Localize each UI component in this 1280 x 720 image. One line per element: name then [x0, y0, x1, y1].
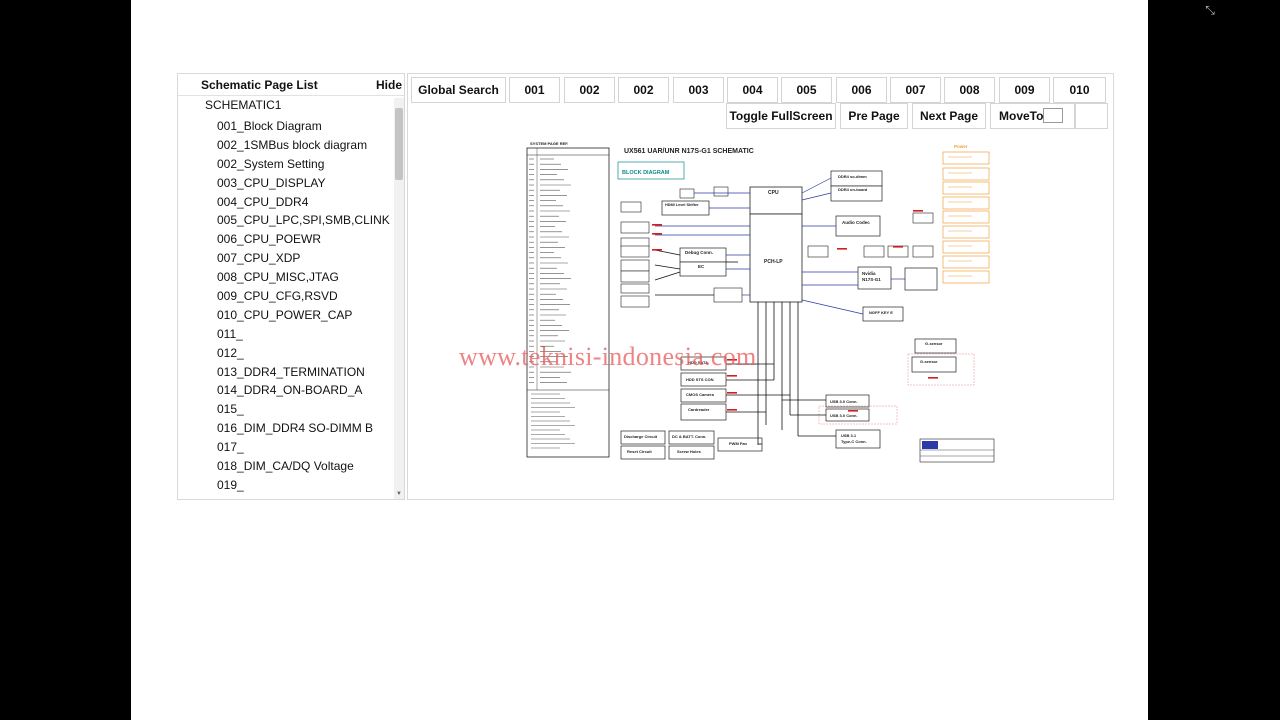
page-list-item[interactable]: 017_: [217, 440, 244, 455]
page-button-001[interactable]: 001: [509, 77, 560, 103]
page-button-005[interactable]: 005: [781, 77, 832, 103]
page-list-item[interactable]: 006_CPU_POEWR: [217, 232, 322, 247]
page-list-item[interactable]: 012_: [217, 345, 244, 360]
page-button-009[interactable]: 009: [999, 77, 1050, 103]
page-list-item[interactable]: 004_CPU_DDR4: [217, 194, 309, 209]
move-to-page-input[interactable]: [1043, 108, 1063, 123]
page-list-item[interactable]: 002_System Setting: [217, 156, 325, 171]
scroll-down-arrow-icon[interactable]: ▼: [396, 491, 402, 497]
watermark-text: www.teknisi-indonesia.com: [459, 342, 757, 371]
page-list-item[interactable]: 008_CPU_MISC,JTAG: [217, 270, 339, 285]
page-list-item[interactable]: 015_: [217, 402, 244, 417]
page-list-item[interactable]: 010_CPU_POWER_CAP: [217, 307, 353, 322]
page-button-002-b[interactable]: 002: [618, 77, 669, 103]
schematic-page-list-panel: Schematic Page List Hide SCHEMATIC1 001_…: [177, 73, 405, 500]
pre-page-button[interactable]: Pre Page: [840, 103, 908, 129]
page-list-item[interactable]: 002_1SMBus block diagram: [217, 137, 368, 152]
hide-sidebar-button[interactable]: Hide: [376, 78, 403, 92]
page-tree: SCHEMATIC1 001_Block Diagram 002_1SMBus …: [178, 96, 394, 499]
scrollbar-thumb[interactable]: [395, 108, 403, 180]
page-list-item[interactable]: 013_DDR4_TERMINATION: [217, 364, 365, 379]
page-button-006[interactable]: 006: [836, 77, 887, 103]
page-button-008[interactable]: 008: [944, 77, 995, 103]
page-list-item[interactable]: 011_: [217, 326, 243, 341]
page-list-item[interactable]: 014_DDR4_ON-BOARD_A: [217, 383, 363, 398]
page-button-010[interactable]: 010: [1053, 77, 1106, 103]
exit-fullscreen-icon[interactable]: ⤡: [1205, 3, 1215, 17]
page-button-003[interactable]: 003: [673, 77, 724, 103]
tree-root-schematic1[interactable]: SCHEMATIC1: [205, 98, 282, 112]
page-list-item[interactable]: 001_Block Diagram: [217, 119, 322, 133]
schematic-viewer: [407, 73, 1114, 500]
sidebar-header: Schematic Page List Hide: [178, 74, 404, 96]
move-to-go-button[interactable]: [1075, 103, 1108, 129]
next-page-button[interactable]: Next Page: [912, 103, 986, 129]
page-list-item[interactable]: 019_: [217, 477, 244, 492]
page-list: 001_Block Diagram 002_1SMBus block diagr…: [217, 117, 390, 495]
page-list-item[interactable]: 016_DIM_DDR4 SO-DIMM B: [217, 421, 374, 436]
page-button-007[interactable]: 007: [890, 77, 941, 103]
page-button-002[interactable]: 002: [564, 77, 615, 103]
sidebar-title: Schematic Page List: [201, 78, 318, 92]
page-list-item[interactable]: 003_CPU_DISPLAY: [217, 175, 326, 190]
page-list-item[interactable]: 018_DIM_CA/DQ Voltage: [217, 459, 354, 474]
sidebar-scrollbar[interactable]: ▼: [394, 98, 404, 499]
global-search-button[interactable]: Global Search: [411, 77, 506, 103]
page-list-item[interactable]: 005_CPU_LPC,SPI,SMB,CLINK: [217, 213, 390, 228]
toggle-fullscreen-button[interactable]: Toggle FullScreen: [726, 103, 836, 129]
page-list-item[interactable]: 007_CPU_XDP: [217, 251, 301, 266]
page-list-item[interactable]: 009_CPU_CFG,RSVD: [217, 289, 338, 304]
page-button-004[interactable]: 004: [727, 77, 778, 103]
